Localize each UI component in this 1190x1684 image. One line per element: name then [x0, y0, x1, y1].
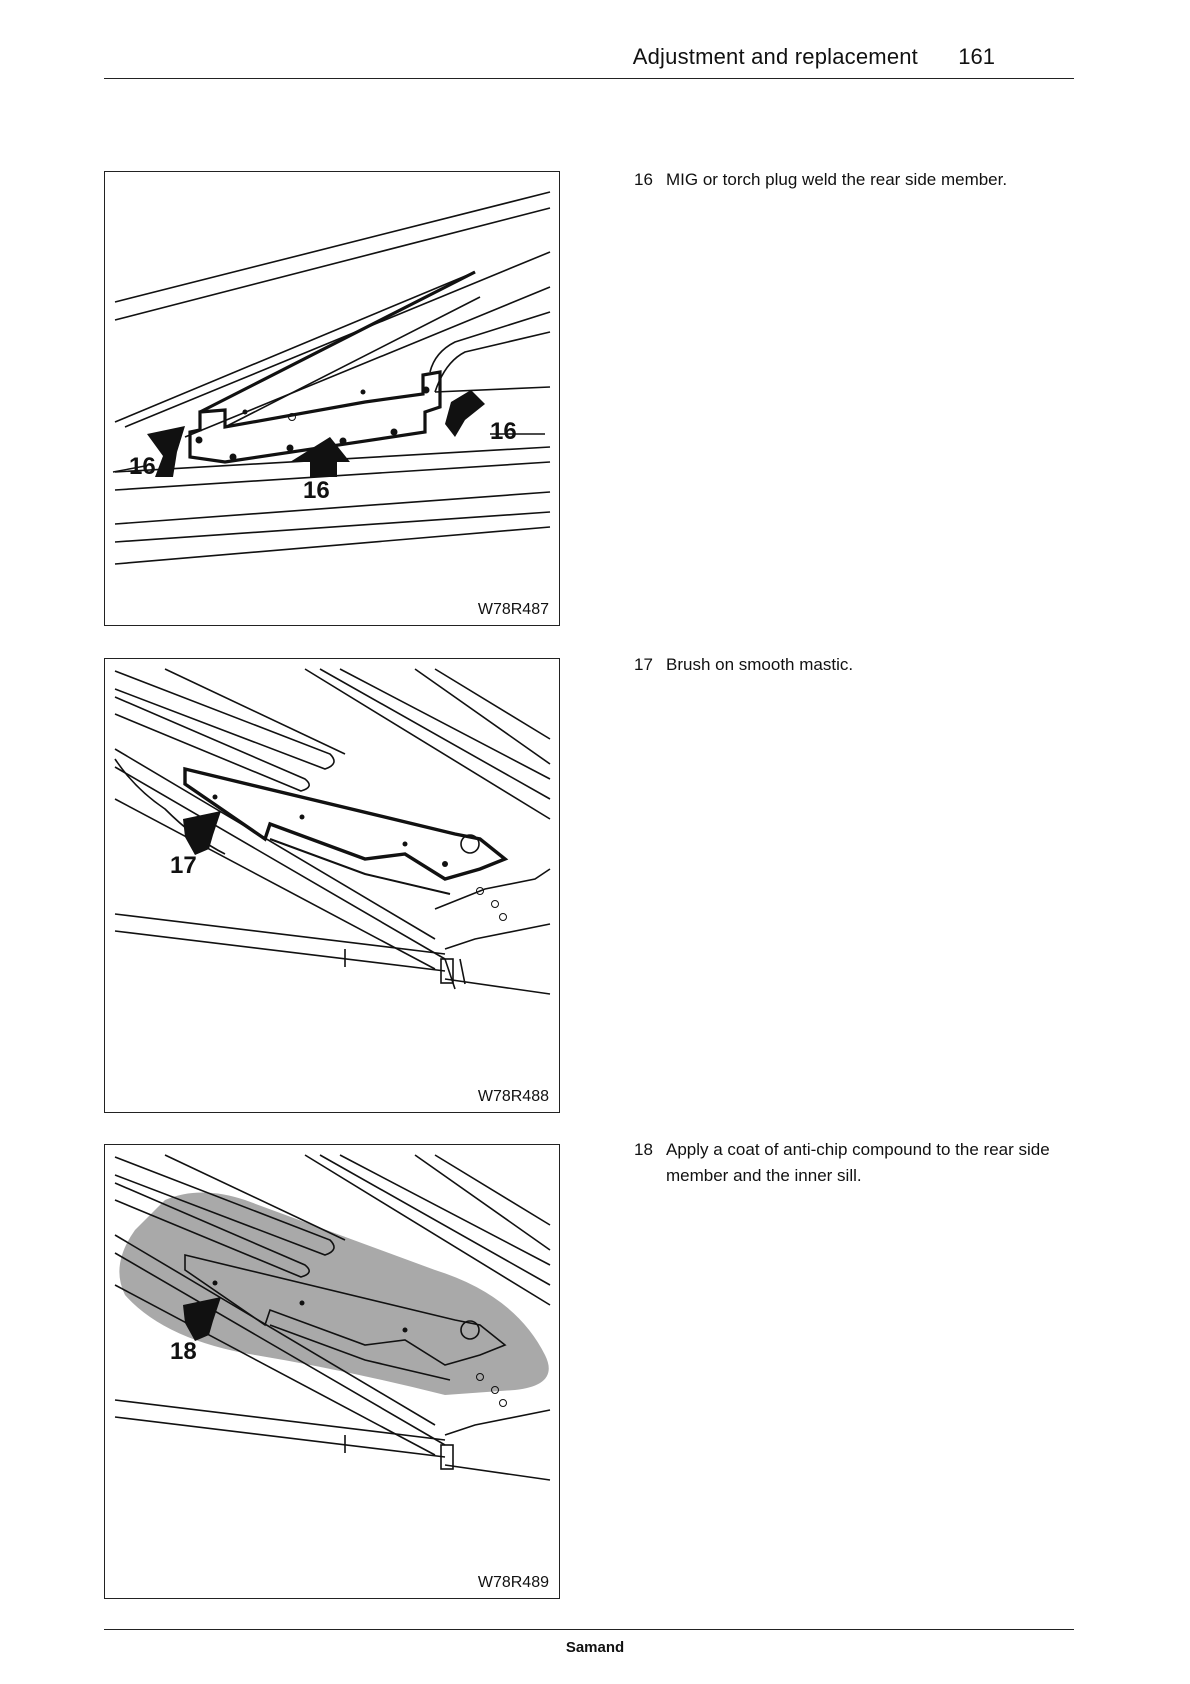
callout-16-right: 16	[490, 420, 517, 444]
callout-17: 17	[170, 854, 197, 878]
step-number: 17	[634, 652, 666, 678]
illustration-anti-chip	[105, 1145, 558, 1597]
step-16: 16 MIG or torch plug weld the rear side …	[634, 167, 1074, 193]
page-header-title: Adjustment and replacement	[633, 44, 918, 70]
footer-rule	[104, 1629, 1074, 1630]
figure-code: W78R488	[478, 1088, 549, 1106]
step-number: 18	[634, 1137, 666, 1189]
figure-code: W78R487	[478, 601, 549, 619]
figure-mastic-application: 17 W78R488	[104, 658, 560, 1113]
figure-anti-chip-coating: 18 W78R489	[104, 1144, 560, 1599]
step-17: 17 Brush on smooth mastic.	[634, 652, 1074, 678]
footer-brand: Samand	[0, 1639, 1190, 1656]
illustration-plug-weld	[105, 172, 558, 624]
callout-18: 18	[170, 1340, 197, 1364]
figure-code: W78R489	[478, 1574, 549, 1592]
step-number: 16	[634, 167, 666, 193]
figure-rear-side-member-welding: 16 16 16 W78R487	[104, 171, 560, 626]
callout-16-bottom: 16	[303, 479, 330, 503]
step-text: MIG or torch plug weld the rear side mem…	[666, 167, 1074, 193]
header-rule	[104, 78, 1074, 79]
step-text: Apply a coat of anti-chip compound to th…	[666, 1137, 1054, 1189]
step-text: Brush on smooth mastic.	[666, 652, 1074, 678]
illustration-mastic	[105, 659, 558, 1111]
callout-16-left: 16	[129, 455, 156, 479]
page-number: 161	[958, 44, 995, 70]
step-18: 18 Apply a coat of anti-chip compound to…	[634, 1137, 1054, 1189]
